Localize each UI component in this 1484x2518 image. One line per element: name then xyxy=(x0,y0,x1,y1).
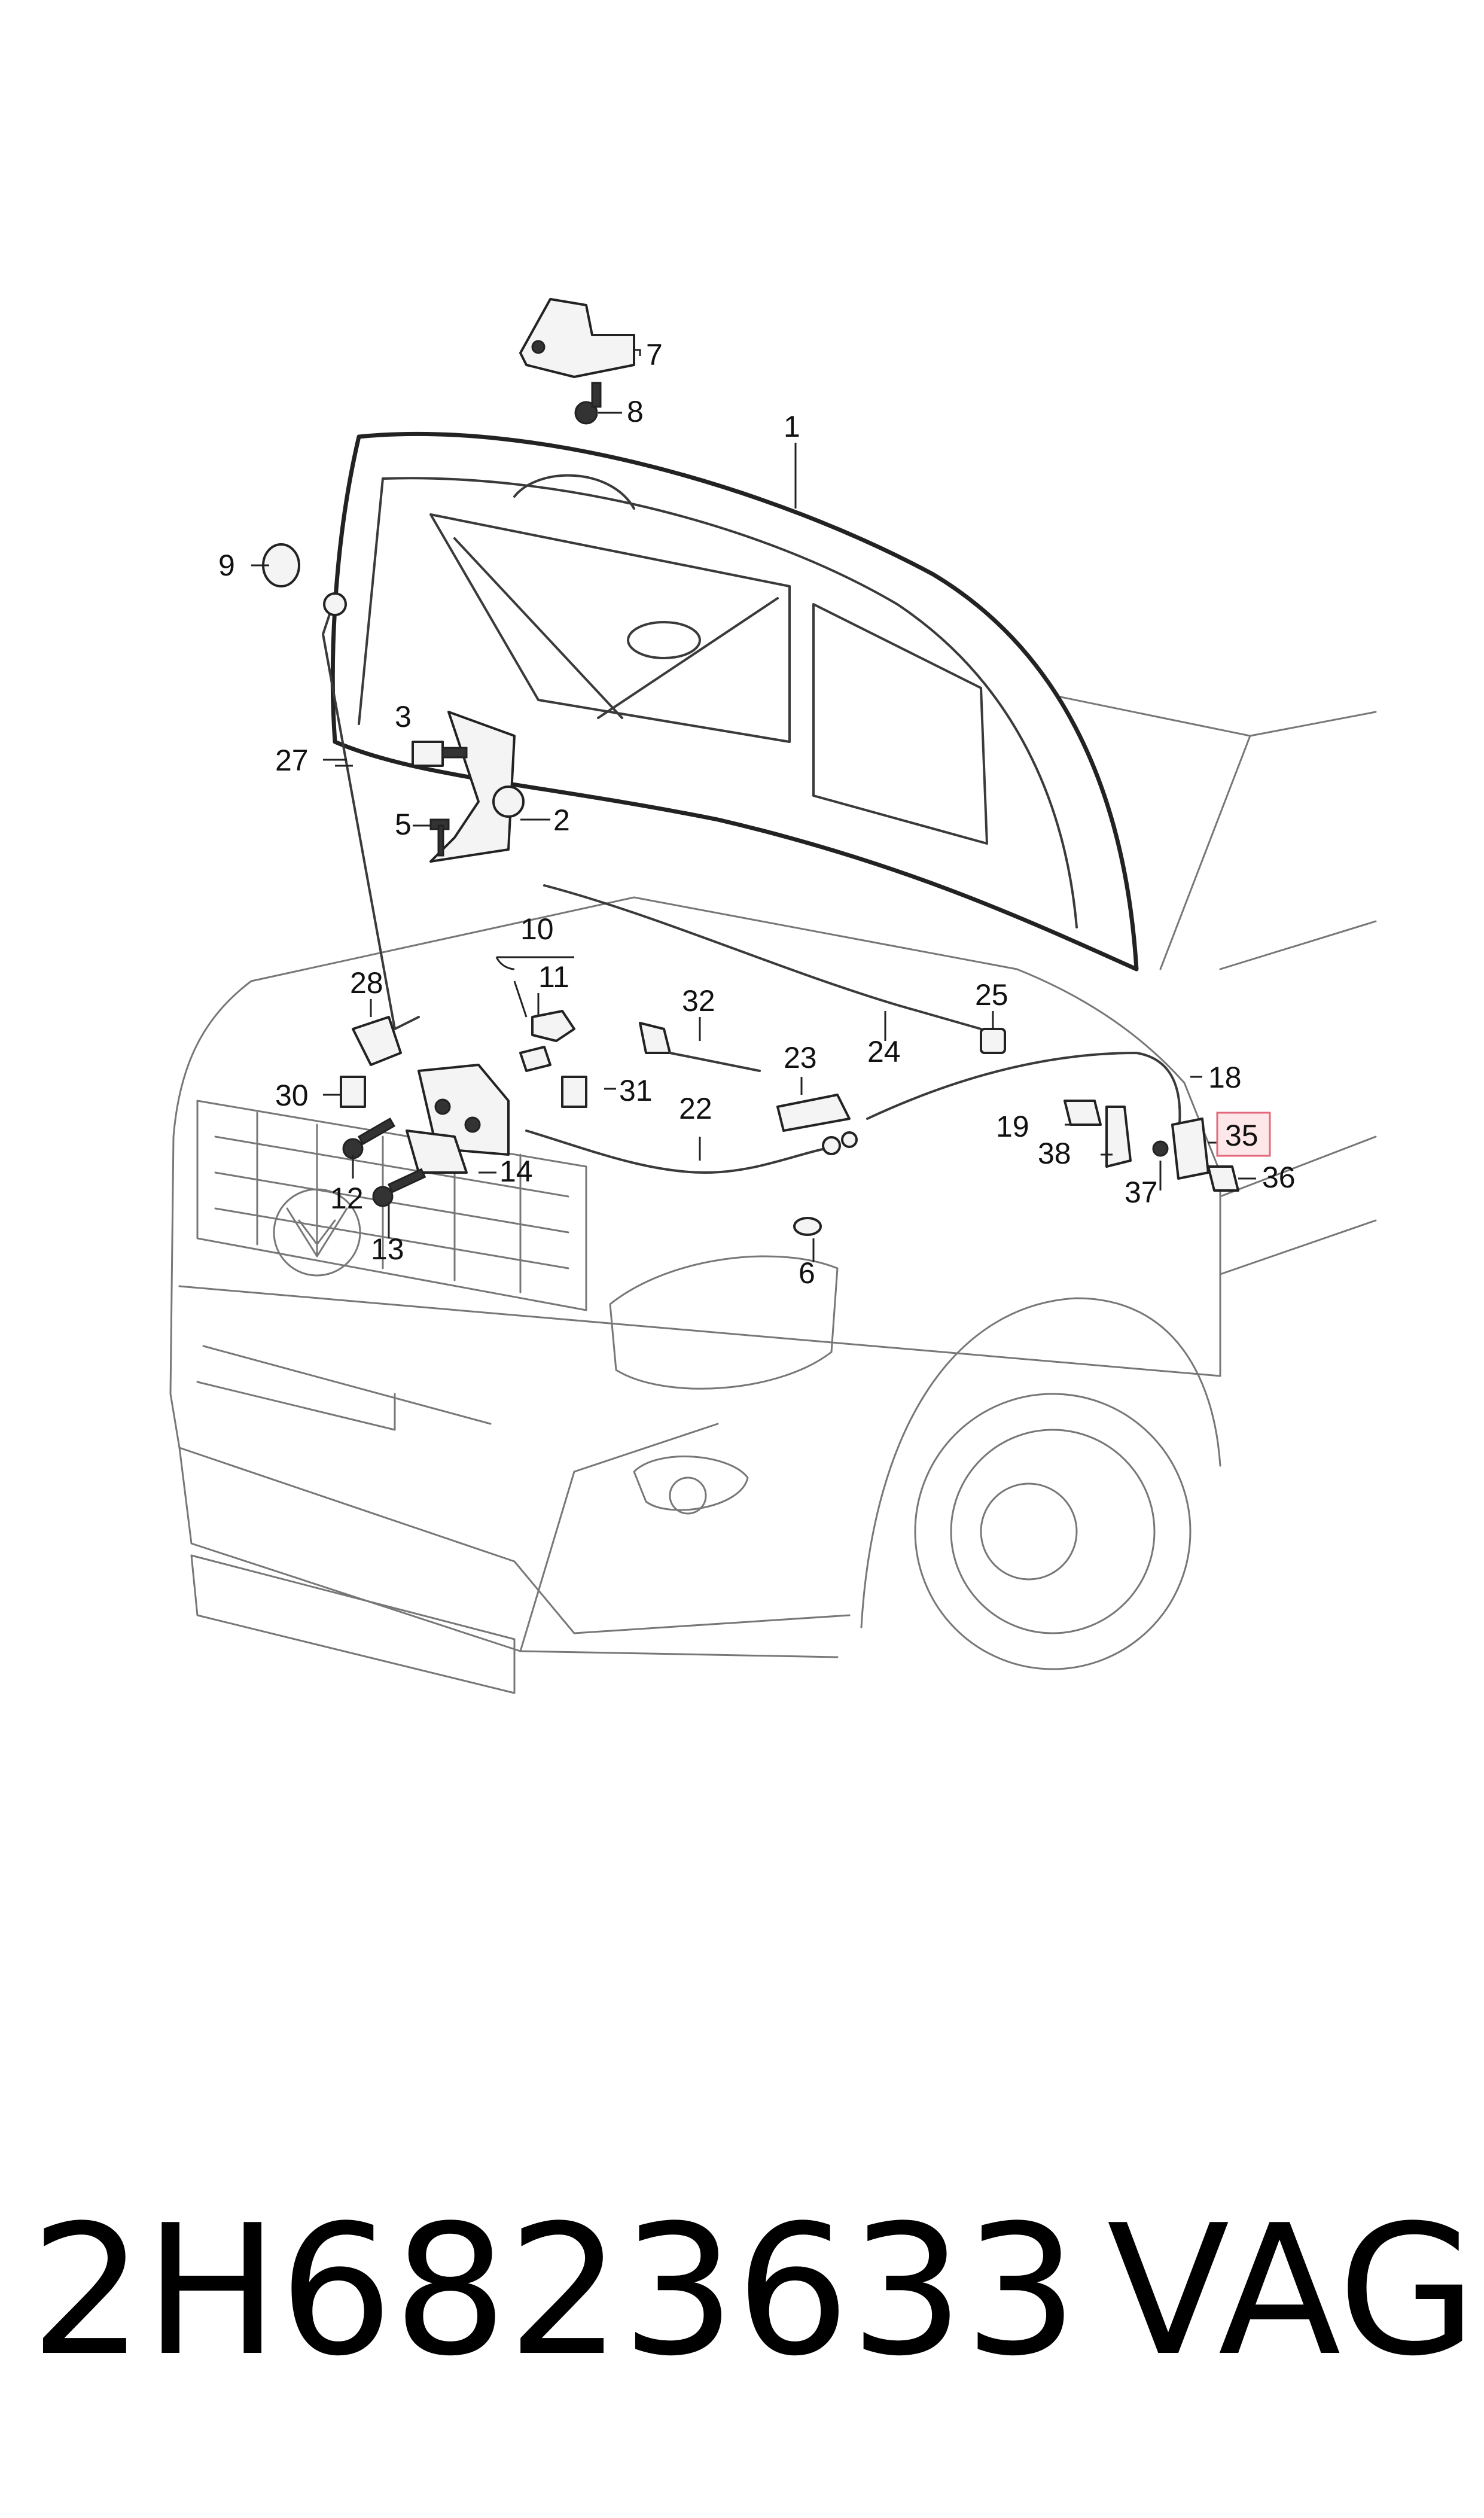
seal-strip xyxy=(543,884,982,1030)
callout-35[interactable]: 35 xyxy=(1225,1119,1258,1152)
rubber-buffer-25 xyxy=(980,1028,1006,1054)
callout-27[interactable]: 27 xyxy=(275,744,309,777)
callout-28[interactable]: 28 xyxy=(350,966,383,1000)
vehicle-outline xyxy=(169,687,1377,1694)
callout-6[interactable]: 6 xyxy=(799,1256,815,1290)
callout-19[interactable]: 19 xyxy=(996,1110,1029,1143)
callout-24[interactable]: 24 xyxy=(867,1035,901,1068)
callout-11[interactable]: 11 xyxy=(538,960,569,994)
callout-14[interactable]: 14 xyxy=(499,1155,533,1188)
callout-31[interactable]: 31 xyxy=(619,1074,653,1107)
callout-37[interactable]: 37 xyxy=(1125,1176,1158,1209)
callout-2[interactable]: 2 xyxy=(553,803,570,837)
callout-30[interactable]: 30 xyxy=(275,1079,309,1112)
release-cable xyxy=(525,1052,1181,1174)
lock-cover xyxy=(406,1129,468,1174)
brand-label: VAG xyxy=(1107,2187,1477,2395)
lock-switch xyxy=(519,1010,575,1072)
retainer-28 xyxy=(352,1016,402,1066)
clip-31 xyxy=(561,1076,587,1108)
callout-10[interactable]: 10 xyxy=(520,912,554,946)
callout-13[interactable]: 13 xyxy=(371,1232,404,1266)
release-handle-parts xyxy=(1064,1100,1132,1168)
bracket-bolt-lower xyxy=(429,818,450,857)
cable-tie xyxy=(639,1022,761,1072)
callout-35-highlight xyxy=(1216,1112,1271,1157)
callout-9[interactable]: 9 xyxy=(218,549,235,582)
release-lever-35 xyxy=(1152,1118,1239,1192)
callout-12[interactable]: 12 xyxy=(330,1182,364,1215)
hood-hinge xyxy=(519,298,635,378)
lock-assembly xyxy=(418,1064,510,1156)
clip-30 xyxy=(340,1076,366,1108)
callout-25[interactable]: 25 xyxy=(975,978,1008,1012)
callout-8[interactable]: 8 xyxy=(627,395,644,428)
leader-lines xyxy=(251,349,1256,1262)
callout-7[interactable]: 7 xyxy=(646,338,663,372)
hood-panel xyxy=(330,431,1139,972)
hinge-bolt xyxy=(574,382,602,425)
lock-bolts xyxy=(342,1117,426,1207)
callout-22[interactable]: 22 xyxy=(679,1092,712,1125)
callout-labels: 7 8 1 9 27 3 5 2 10 11 28 32 25 24 23 18… xyxy=(218,338,1296,1290)
callout-1[interactable]: 1 xyxy=(784,410,800,443)
callout-32[interactable]: 32 xyxy=(682,984,715,1018)
part-number: 2H6823633 xyxy=(30,2187,1078,2395)
cable-guide xyxy=(776,1094,851,1132)
prop-rod-bracket xyxy=(429,711,525,863)
prop-rod xyxy=(322,592,420,1030)
bracket-bolt-upper xyxy=(412,741,468,767)
callout-38[interactable]: 38 xyxy=(1038,1137,1071,1170)
grommet-6 xyxy=(793,1217,822,1236)
callout-18[interactable]: 18 xyxy=(1208,1061,1242,1094)
callout-5[interactable]: 5 xyxy=(395,808,412,841)
callout-23[interactable]: 23 xyxy=(784,1041,817,1074)
callout-3[interactable]: 3 xyxy=(395,700,412,733)
callout-36[interactable]: 36 xyxy=(1262,1161,1296,1194)
